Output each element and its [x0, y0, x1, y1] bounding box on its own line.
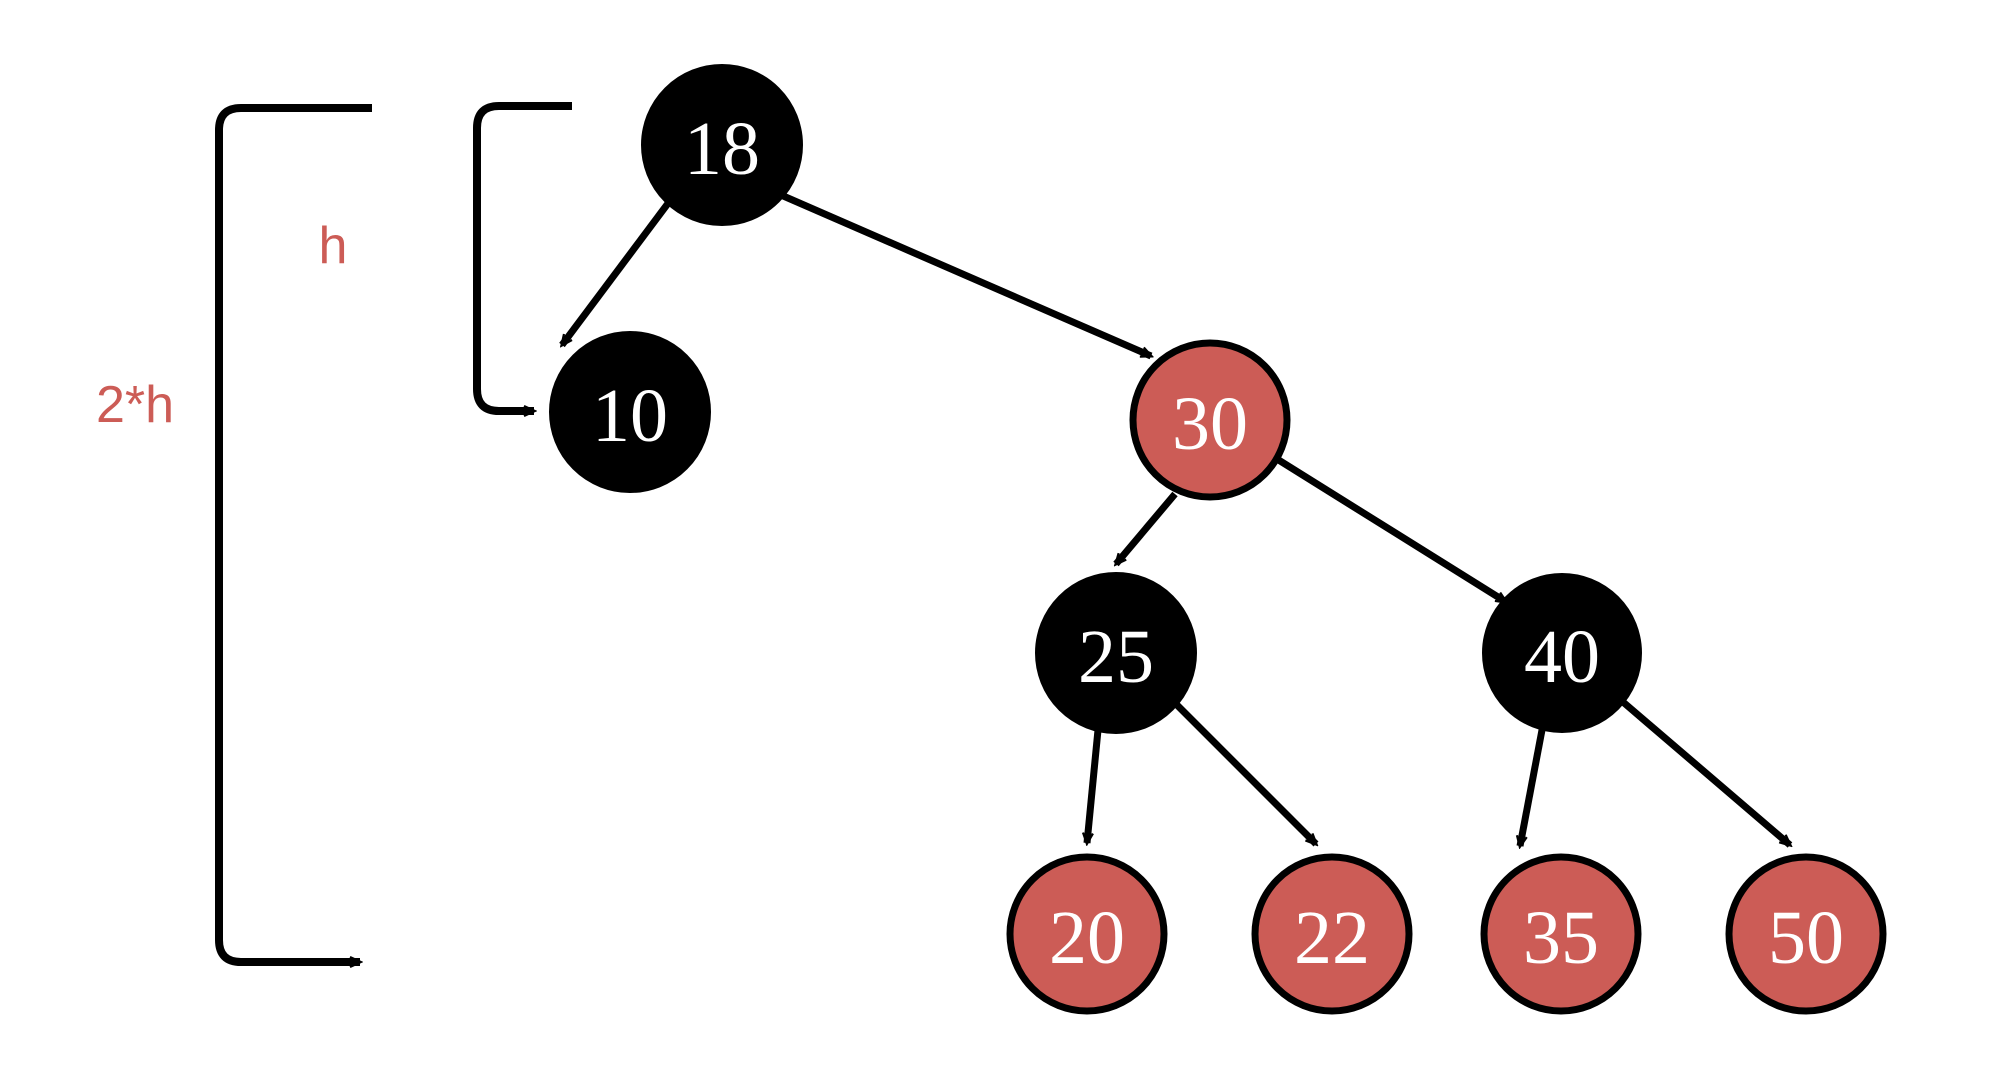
- bracket-h: h: [319, 102, 572, 411]
- tree-edges: [559, 191, 1790, 848]
- node-circle-20[interactable]: [1006, 853, 1168, 1015]
- node-circle-22[interactable]: [1251, 853, 1413, 1015]
- node-label-35: 35: [1523, 896, 1599, 980]
- node-circle-18[interactable]: [641, 64, 803, 226]
- node-circle-50[interactable]: [1725, 853, 1887, 1015]
- node-circle-25[interactable]: [1035, 572, 1197, 734]
- tree-node-22[interactable]: 22: [1251, 853, 1413, 1015]
- node-circle-10[interactable]: [549, 331, 711, 493]
- tree-node-35[interactable]: 35: [1480, 853, 1642, 1015]
- edge-18-to-30: [779, 191, 1151, 360]
- bracket-2h-label: 2*h: [96, 376, 174, 434]
- tree-node-18[interactable]: 18: [641, 64, 803, 226]
- tree-nodes: 18 10 30 25 40 20: [549, 64, 1887, 1015]
- tree-node-50[interactable]: 50: [1725, 853, 1887, 1015]
- tree-node-10[interactable]: 10: [549, 331, 711, 493]
- tree-node-20[interactable]: 20: [1006, 853, 1168, 1015]
- tree-node-25[interactable]: 25: [1035, 572, 1197, 734]
- tree-node-40[interactable]: 40: [1482, 573, 1642, 733]
- node-label-18: 18: [684, 107, 760, 191]
- edge-25-to-20: [1087, 729, 1102, 843]
- bracket-h-path: [473, 102, 572, 411]
- node-label-10: 10: [592, 374, 668, 458]
- edge-40-to-50: [1620, 699, 1790, 848]
- node-label-40: 40: [1524, 615, 1600, 699]
- edge-30-to-25: [1113, 491, 1178, 564]
- edge-40-to-35: [1520, 729, 1546, 846]
- edge-18-to-10: [559, 199, 672, 345]
- edge-30-to-40: [1275, 456, 1506, 605]
- node-circle-40[interactable]: [1482, 573, 1642, 733]
- node-label-20: 20: [1049, 896, 1125, 980]
- bracket-h-label: h: [319, 217, 348, 275]
- node-label-22: 22: [1294, 896, 1370, 980]
- node-label-25: 25: [1078, 615, 1154, 699]
- node-circle-30[interactable]: [1129, 339, 1291, 501]
- node-label-30: 30: [1172, 382, 1248, 466]
- node-label-50: 50: [1768, 896, 1844, 980]
- edge-25-to-22: [1172, 700, 1316, 844]
- bracket-2h: 2*h: [96, 104, 372, 962]
- tree-node-30[interactable]: 30: [1129, 339, 1291, 501]
- node-circle-35[interactable]: [1480, 853, 1642, 1015]
- bracket-2h-path: [215, 104, 372, 962]
